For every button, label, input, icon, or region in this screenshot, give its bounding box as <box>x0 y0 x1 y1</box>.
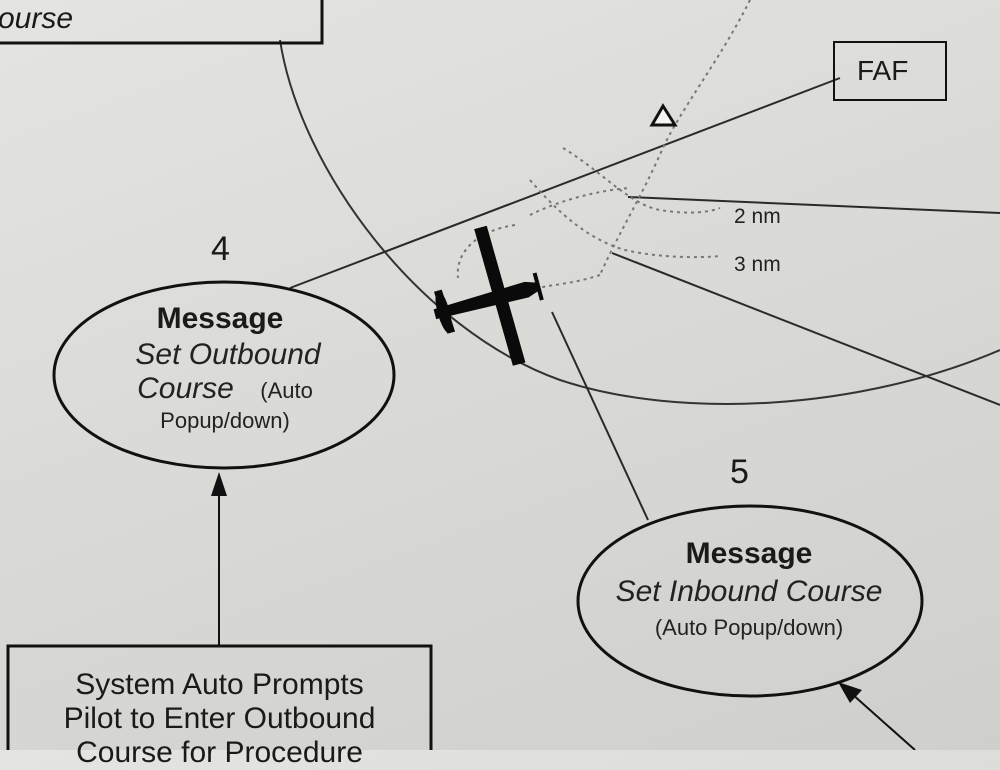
prompt-box <box>6 644 433 750</box>
airplane-icon <box>433 225 544 366</box>
step4-ellipse <box>52 280 396 470</box>
prompt-line2: Pilot to Enter Outbound <box>63 702 376 735</box>
step4-auto: (Auto <box>260 378 313 403</box>
approach-diagram <box>0 0 1000 750</box>
arrowhead-icon <box>838 682 862 703</box>
prompt-line3: Course for Procedure <box>76 736 363 769</box>
distance-label-2nm: 2 nm <box>734 205 781 228</box>
approach-circle-arc <box>279 39 1000 405</box>
dotted-flight-paths <box>456 0 751 289</box>
distance-label-3nm: 3 nm <box>734 253 781 276</box>
step5-text: Message Set Inbound Course (Auto Popup/d… <box>576 537 922 641</box>
faf-label: FAF <box>857 55 909 86</box>
step5-title: Message <box>685 537 813 570</box>
step4-title: Message <box>156 302 284 335</box>
faf-course-line <box>289 77 841 289</box>
step5-number: 5 <box>730 453 749 491</box>
step5-popup: (Auto Popup/down) <box>654 615 844 640</box>
connector-aircraft-to-step5 <box>551 311 649 521</box>
step4-line2-row: Course (Auto <box>80 372 370 406</box>
prompt-box-text: System Auto Prompts Pilot to Enter Outbo… <box>8 668 431 770</box>
step4-line2: Course <box>137 372 234 405</box>
distance-line-3nm <box>611 252 1000 406</box>
faf-box <box>833 41 947 101</box>
step4-line1: Set Outbound <box>135 338 321 371</box>
distance-line-2nm <box>627 196 1000 214</box>
top-instruction-box <box>0 0 324 45</box>
arrowhead-up-icon <box>211 472 227 496</box>
step4-popup: Popup/down) <box>160 408 290 433</box>
step4-number: 4 <box>211 230 230 268</box>
prompt-line1: System Auto Prompts <box>75 668 364 701</box>
step4-text: Message Set Outbound Course (Auto Popup/… <box>80 302 370 434</box>
step5-ellipse <box>576 504 924 698</box>
connector-to-step5 <box>851 693 916 750</box>
triangle-icon <box>649 103 678 127</box>
step5-line1: Set Inbound Course <box>615 575 883 608</box>
top-box-text: ourse <box>0 2 74 35</box>
